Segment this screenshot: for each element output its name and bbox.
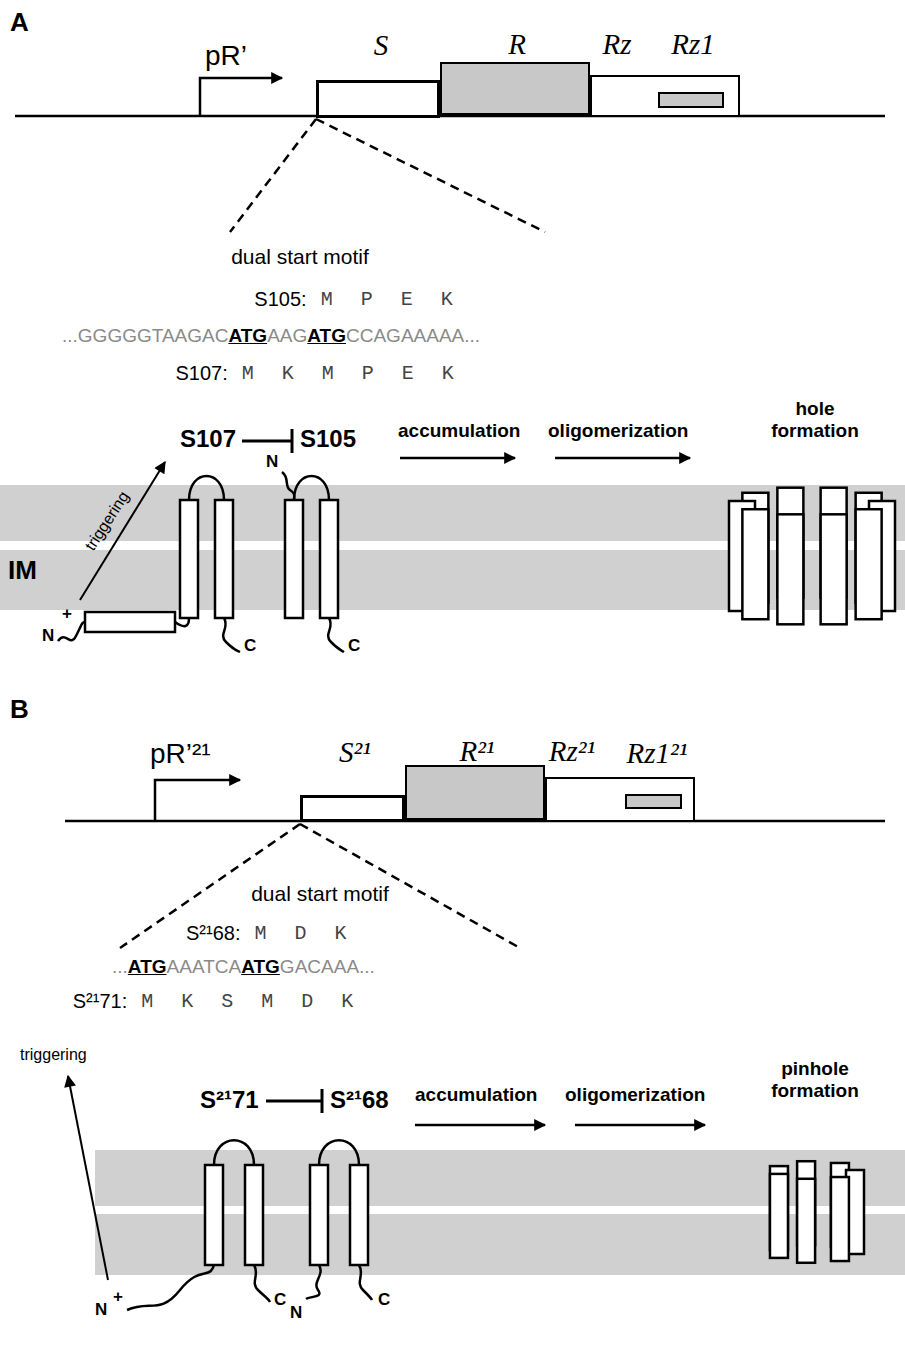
panel-letter: A [10,8,29,38]
dna-line [65,820,885,823]
step-label: oligomerization [548,420,688,442]
panel-letter: B [10,695,29,725]
start-codon: ATG [307,325,346,347]
process-note: triggering [20,1046,87,1064]
start-codon: ATG [241,956,280,978]
step-arrow [400,457,515,460]
promoter-name: pR’ [205,40,247,72]
gene-box: Rz1 [658,92,724,108]
gene-box: S²¹ [300,795,405,822]
promoter-arrow [155,780,240,821]
charge-sign: + [113,1287,123,1307]
inhibition-symbol [242,429,292,453]
oligomer-subunit [770,1174,788,1258]
membrane-label: IM [8,556,37,586]
gene-box: R [440,62,590,115]
zoom-line [230,119,316,232]
gene-box: S [316,80,440,118]
terminus-label: N [95,1300,107,1320]
trigger-arrow [68,1076,108,1280]
gene-box: R²¹ [405,765,545,820]
step-label: oligomerization [565,1084,705,1106]
dna-sequence: GACAAA... [280,956,375,978]
step-label: accumulation [415,1084,537,1106]
charge-sign: + [62,604,72,624]
zoom-line [316,119,545,232]
terminus-label: C [244,636,256,656]
dna-line [15,115,885,118]
protein-label: S107: [176,362,228,385]
oligomer-subunit [831,1177,849,1261]
protein-label: S²¹68: [186,922,240,945]
oligomer-subunit [821,514,847,624]
amino-acids: M K M P E K [242,362,462,385]
oligomer-subunit [742,509,768,619]
gene-box: Rz²¹Rz1²¹ [545,777,695,822]
trigger-arrow [80,462,165,600]
gene-box: RzRz1 [590,75,740,117]
s107-protein [58,476,240,652]
dna-sequence: CCAGAAAAA... [346,325,480,347]
terminus-label: N [266,452,278,472]
dna-sequence: ... [112,956,128,978]
terminus-label: C [274,1290,286,1310]
protein-name: S²¹68 [330,1086,389,1114]
step-arrow [575,1124,705,1127]
gene-name: Rz [603,30,632,59]
step-arrow [555,457,690,460]
hole-oligomer [729,488,895,625]
dna-sequence: AAG [267,325,307,347]
terminus-label: N [42,626,54,646]
protein-name: S105 [300,425,356,453]
outcome-label: hole formation [760,398,870,442]
gene-name: Rz1 [671,30,715,59]
gene-name: Rz1²¹ [627,739,688,768]
motif-heading: dual start motif [251,882,389,906]
protein-label: S²¹71: [73,990,127,1013]
oligomer-subunit [797,1179,815,1263]
terminus-label: C [378,1290,390,1310]
gene-name: Rz²¹ [549,737,595,766]
dna-sequence: AAATCA [167,956,242,978]
gene-name: R²¹ [459,737,494,766]
inhibition-symbol [266,1089,322,1113]
oligomer-subunit [856,509,882,619]
gene-box: Rz1²¹ [625,794,682,809]
protein-label: S105: [254,288,306,311]
s105-protein [282,472,344,652]
s21-71-protein [127,1140,270,1310]
promoter-name: pR’²¹ [150,738,211,770]
pinhole-oligomer [770,1161,864,1263]
s21-68-protein [306,1140,372,1300]
gene-name: S²¹ [339,738,371,767]
dna-sequence: ...GGGGGTAAGAC [62,325,228,347]
amino-acids: M K S M D K [141,990,361,1013]
step-arrow [415,1124,545,1127]
start-codon: ATG [128,956,167,978]
amino-acids: M P E K [321,288,461,311]
terminus-label: C [348,636,360,656]
amino-acids: M D K [255,922,355,945]
promoter-arrow [200,78,282,116]
start-codon: ATG [228,325,267,347]
inner-membrane [95,1150,905,1275]
gene-name: S [374,31,389,60]
motif-heading: dual start motif [231,245,369,269]
oligomer-subunit [777,514,803,624]
protein-name: S107 [180,425,236,453]
step-label: accumulation [398,420,520,442]
gene-name: R [508,30,526,59]
outcome-label: pinhole formation [760,1058,870,1102]
protein-name: S²¹71 [200,1086,259,1114]
terminus-label: N [290,1303,302,1323]
